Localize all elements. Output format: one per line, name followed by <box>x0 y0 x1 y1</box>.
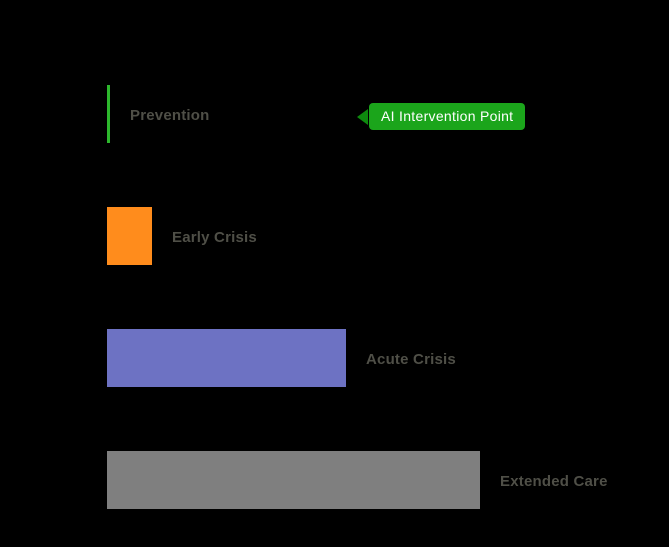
bar-label-early-crisis: Early Crisis <box>172 229 257 247</box>
annotation-badge: AI Intervention Point <box>369 103 526 130</box>
bar-label-acute-crisis: Acute Crisis <box>366 351 456 369</box>
ai-intervention-annotation: AI Intervention Point <box>357 103 526 130</box>
bar-label-extended-care: Extended Care <box>500 473 608 491</box>
bar-label-prevention: Prevention <box>130 107 210 125</box>
bar-extended-care <box>107 451 480 509</box>
bar-early-crisis <box>107 207 152 265</box>
bar-prevention <box>107 85 110 143</box>
bar-acute-crisis <box>107 329 346 387</box>
annotation-left-arrow-icon <box>357 108 368 125</box>
